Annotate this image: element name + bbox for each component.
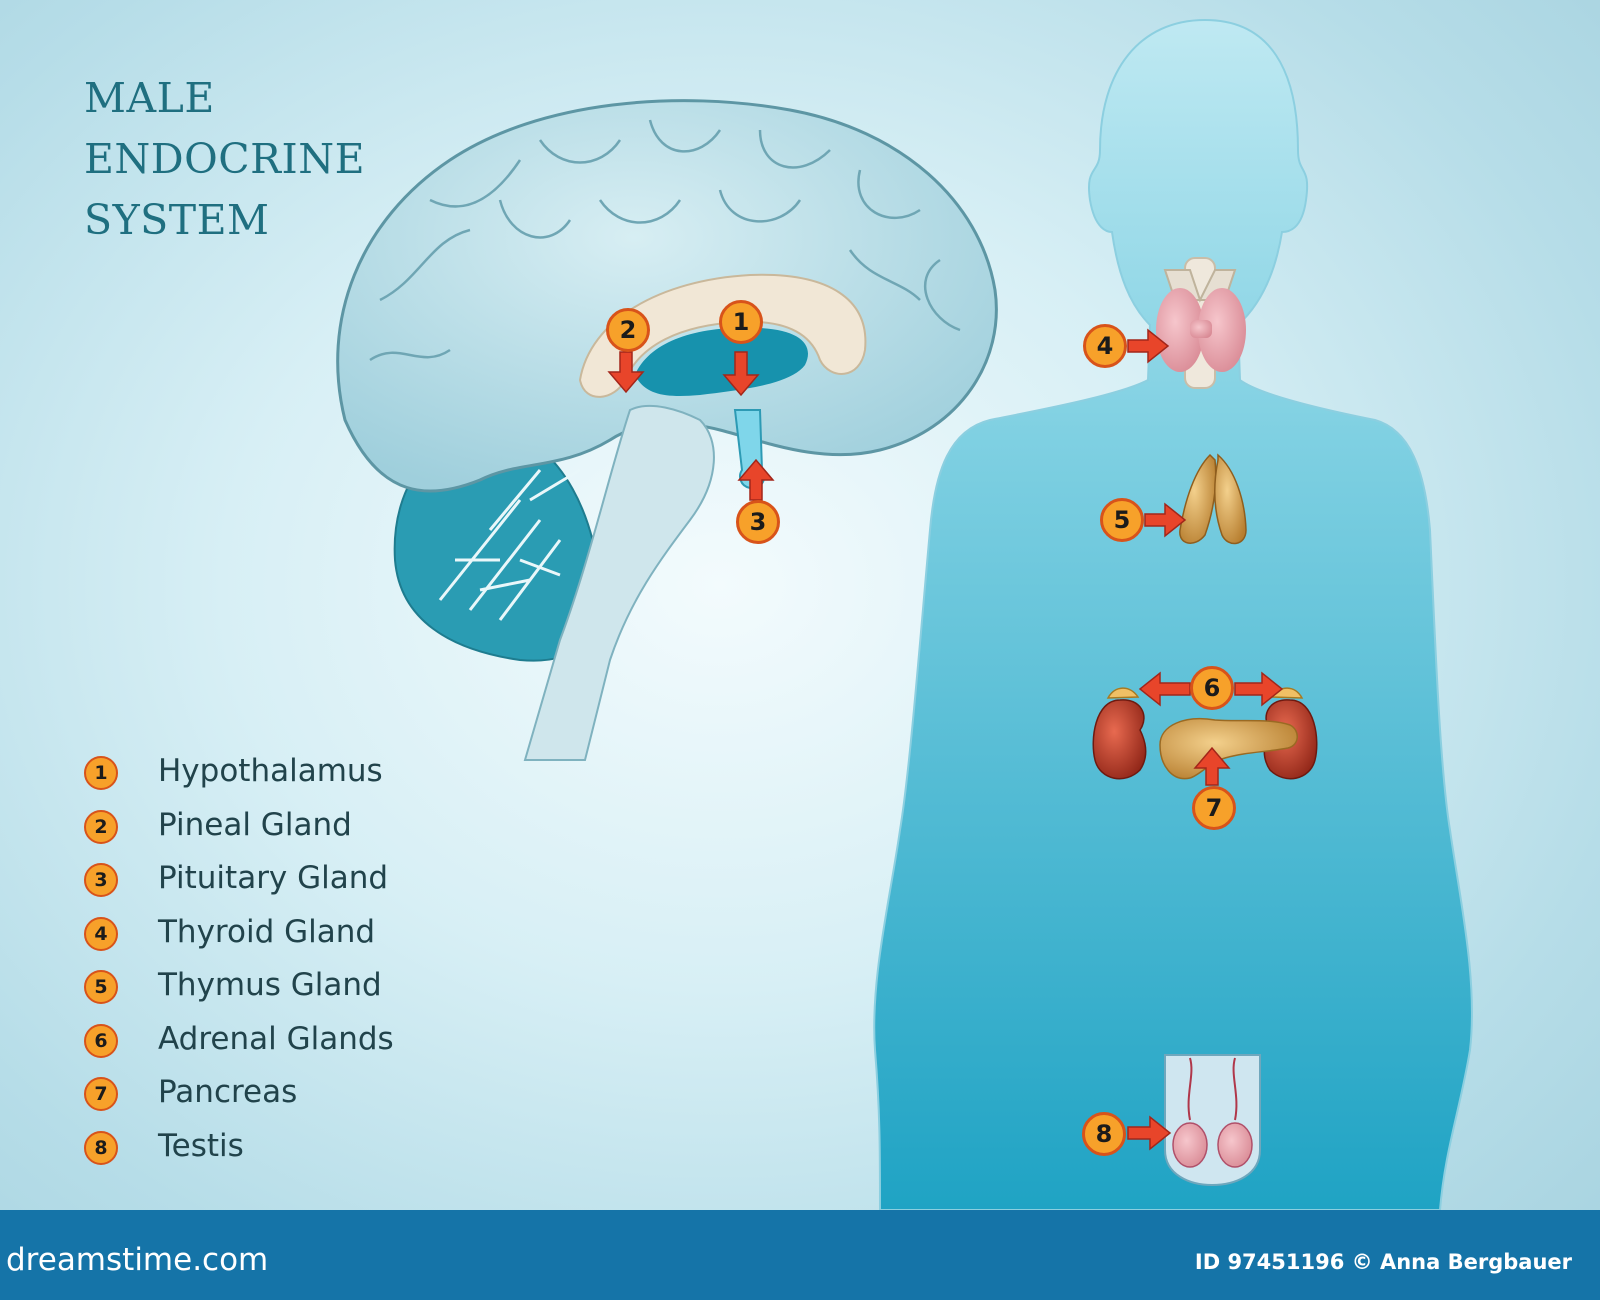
ventricle bbox=[635, 327, 808, 396]
legend-number-badge: 6 bbox=[84, 1023, 118, 1058]
legend-label: Thymus Gland bbox=[158, 967, 382, 1003]
marker-testis: 8 bbox=[1082, 1112, 1126, 1156]
arrow-8 bbox=[1127, 1115, 1172, 1151]
body-silhouette bbox=[873, 18, 1473, 1210]
arrow-6-left bbox=[1138, 671, 1191, 707]
legend-number-badge: 8 bbox=[84, 1130, 118, 1165]
thymus-organ bbox=[1179, 453, 1247, 545]
thyroid-organ bbox=[1156, 257, 1246, 389]
footer-credit: ID 97451196 © Anna Bergbauer bbox=[1194, 1250, 1572, 1274]
arrow-3 bbox=[737, 458, 775, 501]
marker-pancreas: 7 bbox=[1192, 786, 1236, 830]
brain-gyri bbox=[369, 119, 961, 362]
cerebellum-tree bbox=[438, 468, 581, 621]
arrow-4 bbox=[1127, 328, 1170, 364]
footer-site-name[interactable]: dreamstime.com bbox=[6, 1242, 269, 1278]
legend-number-badge: 2 bbox=[84, 809, 118, 844]
legend-number-badge: 3 bbox=[84, 863, 118, 897]
arrow-2 bbox=[607, 351, 645, 394]
legend-label: Testis bbox=[158, 1127, 244, 1164]
marker-adrenal: 6 bbox=[1190, 666, 1234, 710]
arrow-1 bbox=[722, 351, 760, 397]
legend-label: Hypothalamus bbox=[158, 753, 383, 789]
legend-number-badge: 1 bbox=[84, 756, 118, 790]
marker-thymus: 5 bbox=[1100, 498, 1144, 542]
legend-label: Pancreas bbox=[158, 1074, 298, 1110]
diagram-title: MALE ENDOCRINE SYSTEM bbox=[84, 68, 365, 251]
legend-number-badge: 7 bbox=[84, 1077, 118, 1111]
arrow-7 bbox=[1193, 746, 1231, 786]
title-line-2: ENDOCRINE bbox=[84, 135, 366, 183]
abdominal-organs bbox=[1092, 687, 1318, 780]
title-line-1: MALE bbox=[84, 74, 215, 122]
marker-hypothalamus: 1 bbox=[719, 300, 763, 344]
marker-pituitary: 3 bbox=[736, 500, 780, 544]
testis-organ bbox=[1164, 1054, 1261, 1187]
footer-bar: dreamstime.com ID 97451196 © Anna Bergba… bbox=[0, 1210, 1600, 1300]
pointer-arrows bbox=[607, 328, 1284, 1151]
legend-label: Pituitary Gland bbox=[158, 860, 389, 896]
brainstem bbox=[523, 404, 715, 761]
illustration bbox=[336, 18, 1473, 1210]
marker-pineal: 2 bbox=[606, 308, 650, 352]
arrow-6-right bbox=[1234, 671, 1284, 707]
corpus-callosum bbox=[578, 273, 867, 398]
legend-label: Adrenal Glands bbox=[158, 1020, 394, 1057]
legend-number-badge: 5 bbox=[84, 970, 118, 1004]
title-line-3: SYSTEM bbox=[84, 196, 270, 244]
brain-illustration bbox=[336, 99, 998, 761]
legend-label: Pineal Gland bbox=[158, 806, 352, 843]
marker-thyroid: 4 bbox=[1083, 324, 1127, 368]
legend-label: Thyroid Gland bbox=[158, 913, 376, 950]
legend-number-badge: 4 bbox=[84, 916, 118, 951]
arrow-5 bbox=[1144, 502, 1187, 538]
